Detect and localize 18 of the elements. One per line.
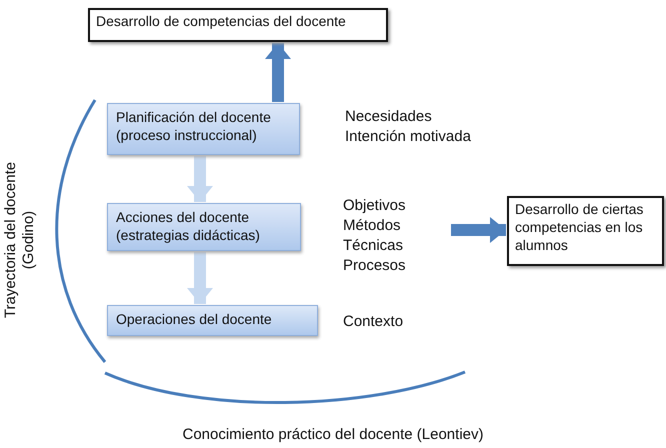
block-arrow (187, 156, 213, 202)
process-box: Operaciones del docente (107, 305, 318, 336)
axis-caption: Conocimiento práctico del docente (Leontiev) (181, 426, 484, 444)
annotation-text: Intención motivada (345, 128, 471, 146)
process-box: Planificación del docente (proceso instruccional) (107, 103, 300, 155)
annotation-text: Contexto (343, 313, 404, 331)
annotation-text: Métodos (343, 217, 401, 235)
annotation-text: Objetivos (343, 197, 406, 215)
block-arrow (451, 217, 506, 243)
outcome-box: Desarrollo de ciertas competencias en los alumnos (507, 196, 664, 266)
annotation-text: Necesidades (345, 108, 432, 126)
block-arrow (187, 252, 213, 304)
process-box: Acciones del docente (estrategias didácticas) (107, 203, 301, 251)
block-arrow (265, 43, 291, 102)
axis-caption: Trayectoria del docente (Godino) (2, 160, 38, 320)
outcome-box: Desarrollo de competencias del docente (88, 8, 388, 42)
annotation-text: Procesos (343, 257, 406, 275)
annotation-text: Técnicas (343, 237, 404, 255)
